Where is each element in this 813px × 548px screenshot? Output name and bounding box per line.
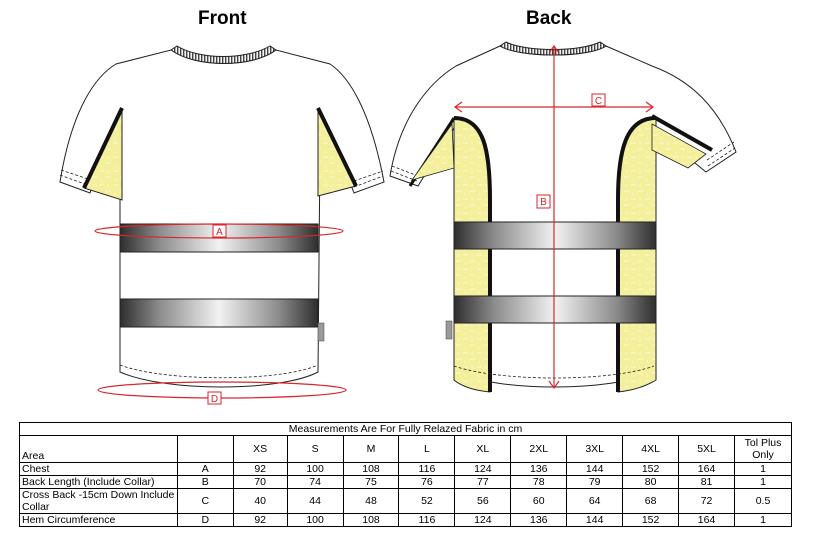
value-cell: 79 (566, 475, 624, 489)
value-cell: 92 (232, 513, 288, 527)
letter-cell: D (176, 513, 234, 527)
value-cell: 152 (622, 513, 680, 527)
front-body-outline (59, 49, 385, 388)
tolerance-cell: 0.5 (734, 488, 792, 514)
area-cell: Cross Back -15cm Down Include Collar (19, 488, 178, 514)
table-row: Hem Circumference D 92 100 108 116 124 1… (19, 513, 792, 527)
marker-d: D (211, 394, 218, 405)
marker-c: C (595, 96, 602, 107)
marker-c-box (591, 93, 606, 107)
value-cell: 81 (678, 475, 735, 489)
marker-b-box (536, 194, 551, 209)
value-cell: 77 (454, 475, 512, 489)
value-cell: 136 (510, 513, 568, 527)
back-label-tab (445, 320, 453, 340)
front-tshirt: A D (59, 45, 385, 405)
size-header: L (398, 435, 456, 463)
value-cell: 100 (286, 462, 344, 476)
front-reflective-tape-lower (119, 298, 319, 328)
front-view-title: Front (198, 8, 247, 29)
size-header: 5XL (678, 435, 735, 463)
marker-d-box (207, 391, 222, 405)
back-left-mesh-panel (453, 117, 491, 393)
value-cell: 124 (454, 513, 512, 527)
tolerance-header: Tol Plus Only (734, 435, 792, 463)
value-cell: 92 (232, 462, 288, 476)
area-cell: Chest (19, 462, 178, 476)
value-cell: 72 (678, 488, 735, 514)
hem-measure-line-d (97, 381, 347, 399)
value-cell: 48 (342, 488, 400, 514)
back-collar (499, 41, 607, 56)
value-cell: 80 (622, 475, 680, 489)
back-sleeve-left-mesh (411, 122, 455, 181)
front-label-tab (317, 322, 325, 342)
value-cell: 144 (566, 462, 624, 476)
value-cell: 116 (398, 462, 456, 476)
back-reflective-tape-upper (453, 221, 657, 250)
value-cell: 152 (622, 462, 680, 476)
table-row: Back Length (Include Collar) B 70 74 75 … (19, 475, 792, 489)
area-header: Area (19, 435, 178, 463)
letter-cell: A (176, 462, 234, 476)
measurement-table: Measurements Are For Fully Relazed Fabri… (19, 422, 792, 527)
size-header: M (342, 435, 400, 463)
value-cell: 108 (342, 513, 400, 527)
value-cell: 78 (510, 475, 568, 489)
front-collar (170, 45, 277, 64)
value-cell: 60 (510, 488, 568, 514)
size-header: XS (232, 435, 288, 463)
value-cell: 74 (286, 475, 344, 489)
back-tshirt: B C (389, 41, 737, 393)
table-header-row: Area XS S M L XL 2XL 3XL 4XL 5XL Tol Plu… (19, 435, 792, 463)
tolerance-cell: 1 (734, 475, 792, 489)
tolerance-cell: 1 (734, 462, 792, 476)
back-right-mesh-panel (617, 117, 657, 393)
value-cell: 164 (678, 513, 735, 527)
letter-header (176, 435, 234, 463)
table-caption: Measurements Are For Fully Relazed Fabri… (19, 422, 792, 436)
letter-cell: B (176, 475, 234, 489)
area-cell: Hem Circumference (19, 513, 178, 527)
value-cell: 44 (286, 488, 344, 514)
size-header: S (286, 435, 344, 463)
size-header: 3XL (566, 435, 624, 463)
value-cell: 108 (342, 462, 400, 476)
back-view-title: Back (526, 8, 572, 29)
marker-b: B (540, 197, 547, 208)
value-cell: 70 (232, 475, 288, 489)
value-cell: 56 (454, 488, 512, 514)
garment-drawing: A D B C (59, 41, 737, 405)
value-cell: 116 (398, 513, 456, 527)
value-cell: 68 (622, 488, 680, 514)
value-cell: 64 (566, 488, 624, 514)
table-row: Chest A 92 100 108 116 124 136 144 152 1… (19, 462, 792, 476)
back-body-outline (389, 45, 737, 388)
marker-a-box (212, 224, 227, 238)
value-cell: 100 (286, 513, 344, 527)
value-cell: 144 (566, 513, 624, 527)
letter-cell: C (176, 488, 234, 514)
tolerance-cell: 1 (734, 513, 792, 527)
value-cell: 124 (454, 462, 512, 476)
value-cell: 164 (678, 462, 735, 476)
value-cell: 136 (510, 462, 568, 476)
size-header: 2XL (510, 435, 568, 463)
size-header: XL (454, 435, 512, 463)
value-cell: 75 (342, 475, 400, 489)
value-cell: 76 (398, 475, 456, 489)
marker-a: A (216, 227, 223, 238)
size-header: 4XL (622, 435, 680, 463)
area-cell: Back Length (Include Collar) (19, 475, 178, 489)
back-sleeve-right-mesh (651, 123, 707, 169)
table-row: Cross Back -15cm Down Include Collar C 4… (19, 488, 792, 514)
value-cell: 40 (232, 488, 288, 514)
chest-measure-line-a (94, 223, 344, 239)
value-cell: 52 (398, 488, 456, 514)
back-reflective-tape-lower (453, 295, 657, 324)
